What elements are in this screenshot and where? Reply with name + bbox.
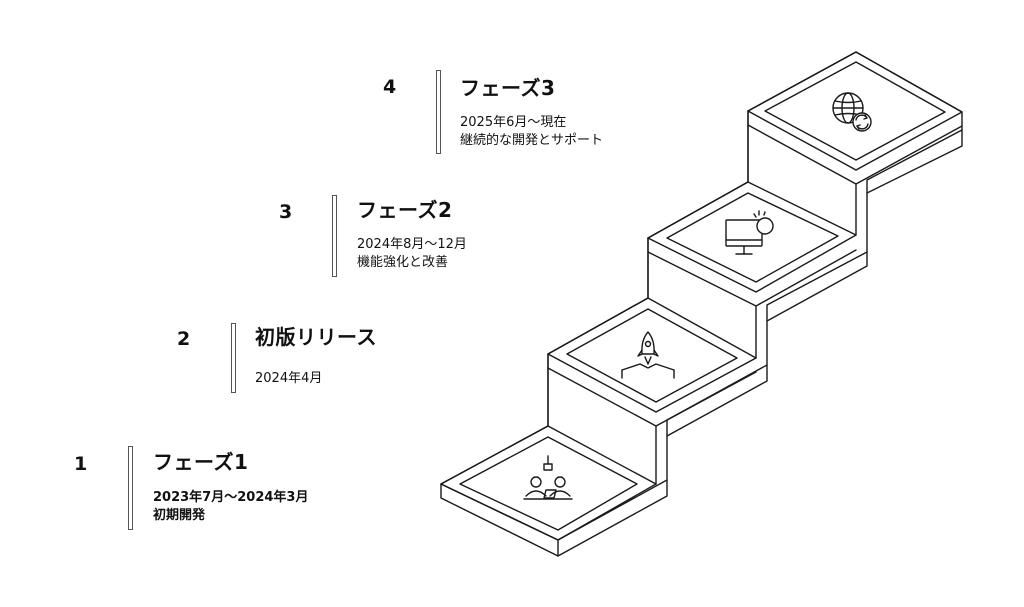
tread-4 xyxy=(747,51,963,185)
step-number: 1 xyxy=(74,453,88,475)
step-bar xyxy=(436,70,441,154)
step-bar xyxy=(128,446,133,530)
step-number: 2 xyxy=(177,328,191,350)
step-date: 2025年6月〜現在 xyxy=(460,115,567,130)
step-description: 初期開発 xyxy=(153,508,206,523)
step-date: 2023年7月〜2024年3月 xyxy=(153,490,309,505)
tread-1 xyxy=(440,425,657,541)
globe-refresh-icon xyxy=(832,92,872,132)
step-title: フェーズ2 xyxy=(357,198,453,222)
step-description: 機能強化と改善 xyxy=(357,255,449,270)
step-bar xyxy=(332,195,337,277)
staircase-outline xyxy=(440,51,963,541)
step-title: フェーズ1 xyxy=(153,450,249,474)
rocket-launch-icon xyxy=(621,331,675,379)
step-title: 初版リリース xyxy=(255,325,377,349)
step-number: 4 xyxy=(383,76,397,98)
step-date: 2024年4月 xyxy=(255,371,323,386)
tread-2 xyxy=(547,297,757,427)
team-laptop-icon xyxy=(523,455,573,500)
tread-3 xyxy=(647,181,857,307)
monitor-settings-icon xyxy=(725,210,774,255)
step-bar xyxy=(231,323,236,393)
step-date: 2024年8月〜12月 xyxy=(357,237,467,252)
step-description: 継続的な開発とサポート xyxy=(460,133,604,148)
step-title: フェーズ3 xyxy=(460,76,556,100)
step-number: 3 xyxy=(279,201,293,223)
